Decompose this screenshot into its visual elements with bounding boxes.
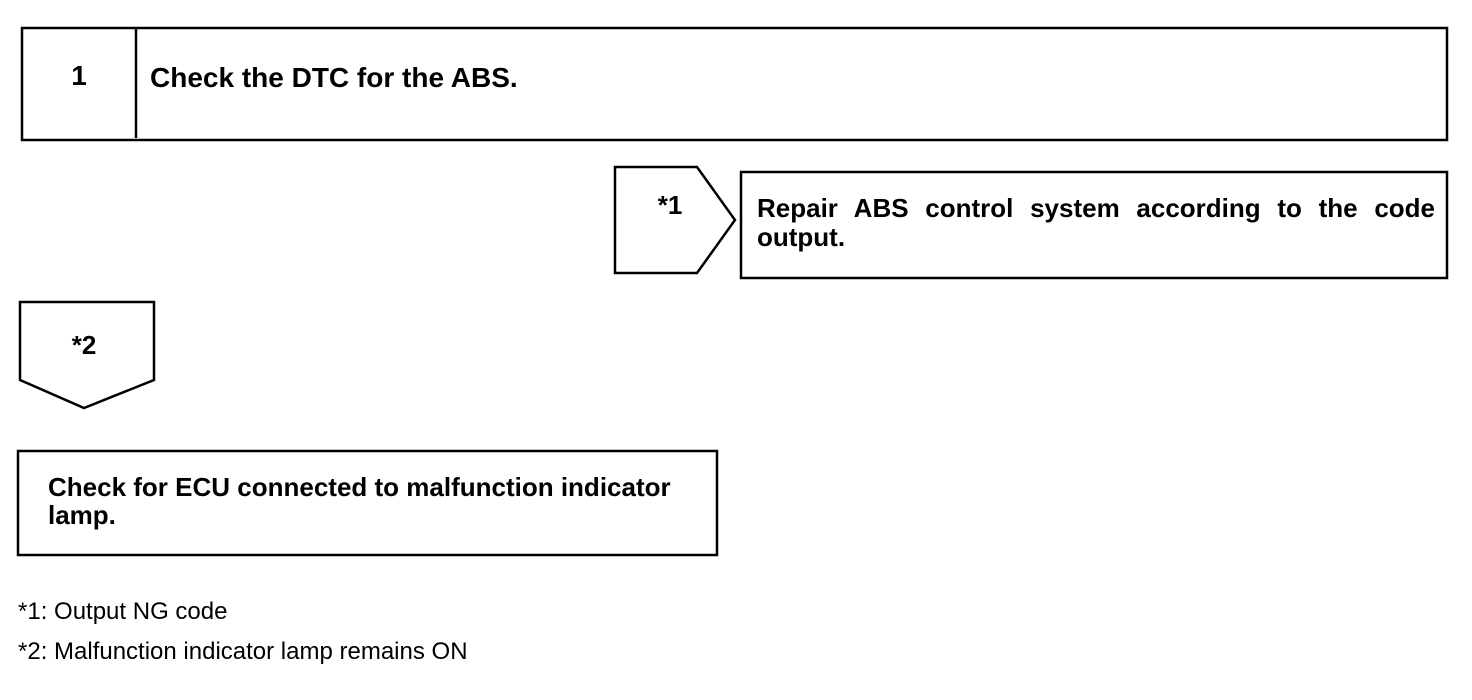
- check-ecu-box: [16, 449, 719, 557]
- step-title: Check the DTC for the ABS.: [150, 62, 518, 93]
- step-box: [20, 26, 1449, 142]
- repair-box: [739, 170, 1449, 280]
- branch-on-label: *2: [71, 330, 97, 360]
- repair-action-text: Repair ABS control system according to t…: [757, 193, 1435, 252]
- legend-item-2: *2: Malfunction indicator lamp remains O…: [18, 638, 468, 665]
- branch-on-arrow: [18, 300, 156, 410]
- check-ecu-text: Check for ECU connected to malfunction i…: [48, 472, 671, 530]
- legend-item-1: *1: Output NG code: [18, 598, 228, 625]
- branch-ng-label: *1: [657, 190, 683, 220]
- step-number: 1: [71, 60, 87, 91]
- branch-ng-arrow: [613, 165, 737, 275]
